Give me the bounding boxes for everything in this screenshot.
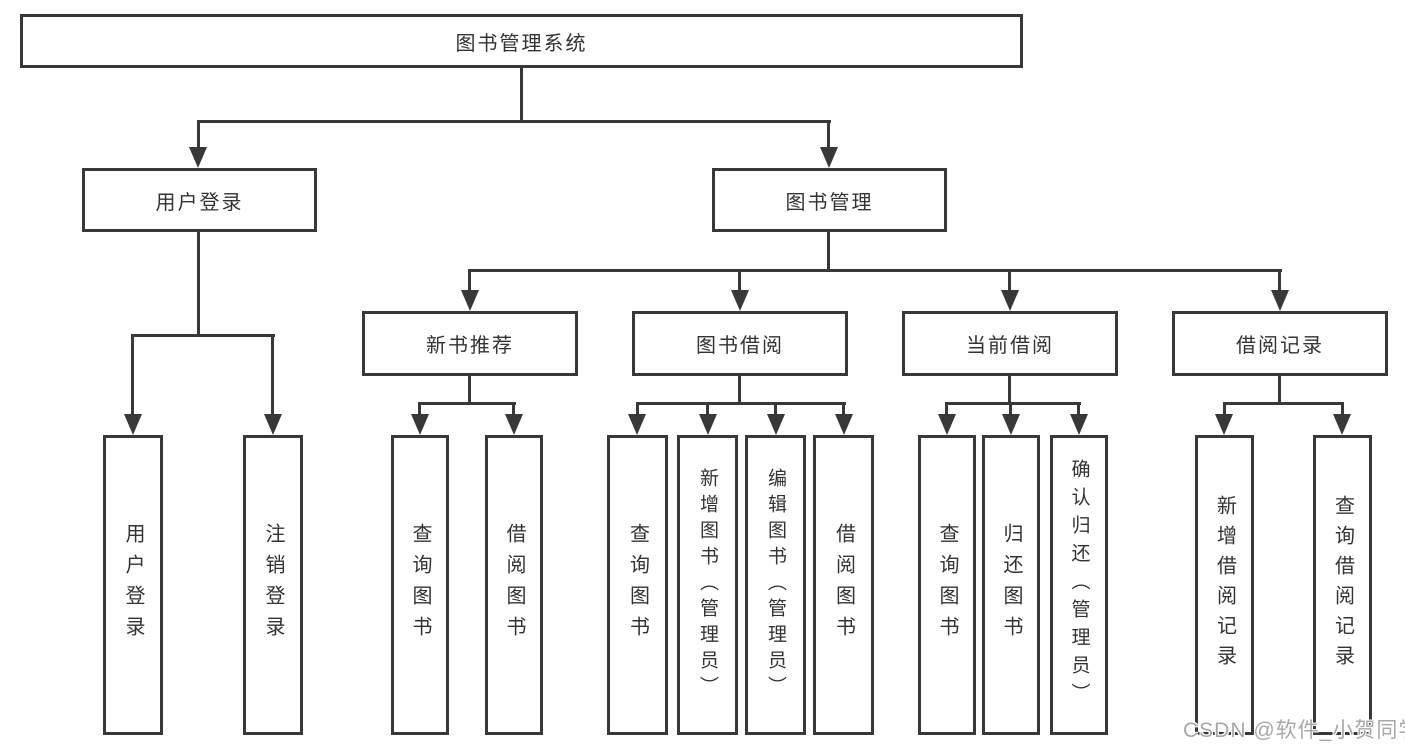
arrow-down-icon — [628, 414, 646, 435]
arrow-down-icon — [1002, 414, 1020, 435]
connector-drop-leaf — [1077, 402, 1080, 416]
leaf-user-login-label: 用户登录 — [122, 523, 144, 647]
leaf-current-query-label: 查询图书 — [936, 523, 958, 647]
node-book-mgmt-label: 图书管理 — [785, 191, 874, 214]
arrow-down-icon — [461, 290, 479, 311]
connector-drop-leaf — [418, 402, 421, 416]
connector-drop-leaf — [1009, 402, 1012, 416]
leaf-records-query: 查询借阅记录 — [1313, 435, 1372, 735]
connector-borrow-bar — [636, 402, 846, 405]
connector-drop-leaf — [1223, 402, 1226, 416]
connector-newbooks-stem — [468, 376, 471, 405]
node-current-borrow: 当前借阅 — [902, 311, 1118, 376]
connector-drop-leaf — [706, 402, 709, 416]
arrow-down-icon — [1271, 290, 1289, 311]
connector-drop-leaf — [131, 334, 134, 416]
arrow-down-icon — [124, 414, 142, 435]
leaf-current-return: 归还图书 — [982, 435, 1040, 735]
connector-drop-l3 — [468, 269, 471, 292]
connector-drop-leaf — [512, 402, 515, 416]
node-new-books: 新书推荐 — [362, 311, 578, 376]
leaf-newbooks-query: 查询图书 — [391, 435, 449, 735]
leaf-borrow-add: 新增图书（管理员） — [677, 435, 738, 735]
leaf-records-add-label: 新增借阅记录 — [1213, 495, 1236, 675]
connector-drop-leaf — [842, 402, 845, 416]
connector-drop-user-login — [197, 120, 200, 148]
node-current-borrow-label: 当前借阅 — [966, 335, 1054, 357]
arrow-down-icon — [1001, 290, 1019, 311]
node-root: 图书管理系统 — [20, 14, 1023, 68]
node-borrow-records-label: 借阅记录 — [1236, 335, 1324, 357]
connector-drop-l3 — [1008, 269, 1011, 292]
leaf-borrow-add-label: 新增图书（管理员） — [697, 468, 718, 702]
arrow-down-icon — [699, 414, 717, 435]
connector-drop-l3 — [738, 269, 741, 292]
leaf-borrow-book-label: 借阅图书 — [832, 523, 855, 647]
connector-mgmt-bar — [469, 269, 1282, 272]
leaf-current-confirm: 确认归还（管理员） — [1050, 435, 1108, 735]
arrow-down-icon — [835, 414, 853, 435]
connector-login-stem — [197, 232, 200, 337]
arrow-down-icon — [820, 147, 838, 168]
arrow-down-icon — [767, 414, 785, 435]
leaf-borrow-edit: 编辑图书（管理员） — [745, 435, 806, 735]
leaf-records-add: 新增借阅记录 — [1195, 435, 1254, 735]
arrow-down-icon — [1070, 414, 1088, 435]
leaf-logout: 注销登录 — [243, 435, 303, 735]
arrow-down-icon — [505, 414, 523, 435]
leaf-borrow-query-label: 查询图书 — [626, 523, 649, 647]
connector-login-bar — [132, 334, 275, 337]
connector-drop-leaf — [945, 402, 948, 416]
arrow-down-icon — [189, 147, 207, 168]
connector-borrow-stem — [738, 376, 741, 405]
connector-root-bar — [197, 120, 831, 123]
leaf-current-return-label: 归还图书 — [1000, 523, 1022, 647]
arrow-down-icon — [264, 414, 282, 435]
arrow-down-icon — [1333, 414, 1351, 435]
node-book-borrow-label: 图书借阅 — [696, 335, 784, 357]
node-new-books-label: 新书推荐 — [426, 335, 514, 357]
node-book-mgmt: 图书管理 — [712, 168, 947, 232]
arrow-down-icon — [1215, 414, 1233, 435]
arrow-down-icon — [411, 414, 429, 435]
connector-records-stem — [1278, 376, 1281, 405]
leaf-current-query: 查询图书 — [918, 435, 976, 735]
connector-drop-l3 — [1278, 269, 1281, 292]
leaf-records-query-label: 查询借阅记录 — [1331, 495, 1354, 675]
leaf-logout-label: 注销登录 — [262, 523, 284, 647]
leaf-newbooks-borrow-label: 借阅图书 — [503, 523, 525, 647]
node-user-login: 用户登录 — [82, 168, 317, 232]
connector-records-bar — [1223, 402, 1344, 405]
leaf-borrow-query: 查询图书 — [607, 435, 668, 735]
connector-drop-leaf — [636, 402, 639, 416]
connector-drop-book-mgmt — [827, 120, 830, 148]
arrow-down-icon — [938, 414, 956, 435]
connector-drop-leaf — [1341, 402, 1344, 416]
connector-current-bar — [946, 402, 1081, 405]
connector-drop-leaf — [774, 402, 777, 416]
connector-drop-leaf — [271, 334, 274, 416]
leaf-newbooks-borrow: 借阅图书 — [485, 435, 543, 735]
leaf-borrow-book: 借阅图书 — [813, 435, 874, 735]
node-root-label: 图书管理系统 — [455, 32, 588, 55]
leaf-user-login: 用户登录 — [103, 435, 163, 735]
node-book-borrow: 图书借阅 — [632, 311, 848, 376]
leaf-current-confirm-label: 确认归还（管理员） — [1068, 459, 1090, 711]
node-user-login-label: 用户登录 — [155, 191, 244, 214]
leaf-borrow-edit-label: 编辑图书（管理员） — [765, 468, 786, 702]
connector-root-stem — [520, 68, 523, 122]
arrow-down-icon — [731, 290, 749, 311]
node-borrow-records: 借阅记录 — [1172, 311, 1388, 376]
connector-current-stem — [1008, 376, 1011, 405]
leaf-newbooks-query-label: 查询图书 — [409, 523, 431, 647]
connector-mgmt-stem — [827, 232, 830, 272]
connector-newbooks-bar — [419, 402, 516, 405]
csdn-watermark: CSDN @软件_小贺同学 — [1183, 719, 1405, 742]
